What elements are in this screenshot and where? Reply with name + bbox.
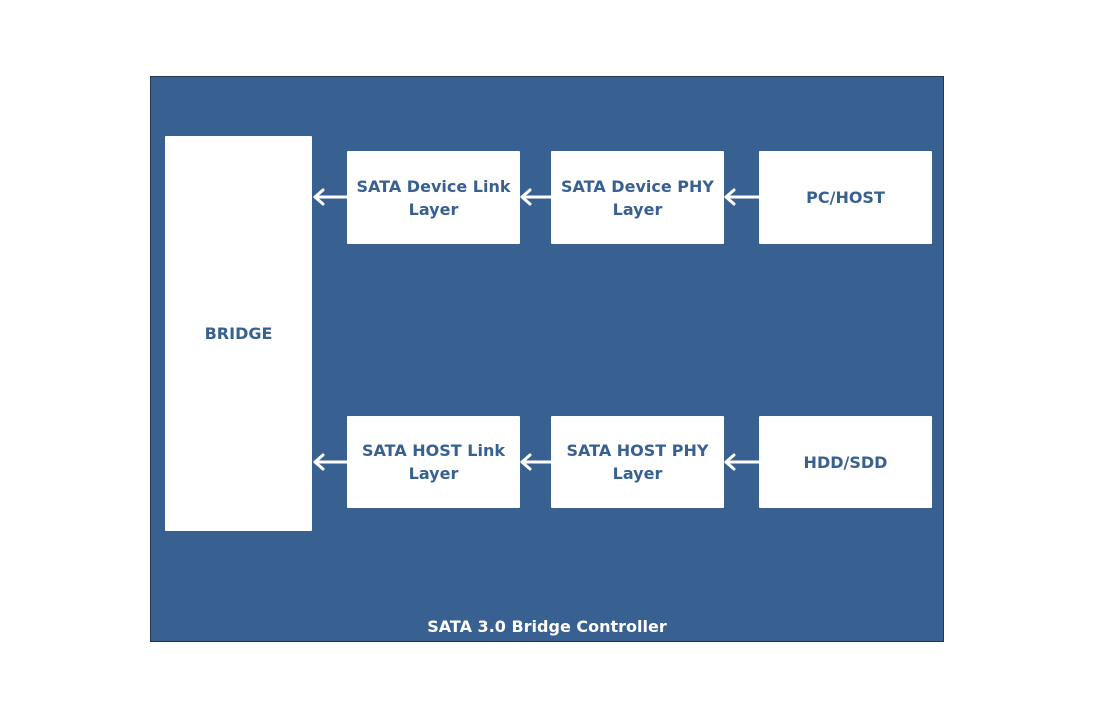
sata-host-phy-layer-label: SATA HOST PHY Layer bbox=[566, 441, 709, 483]
bridge-label: BRIDGE bbox=[204, 324, 273, 343]
hdd-sdd-label: HDD/SDD bbox=[803, 452, 888, 472]
sata-host-link-layer-block: SATA HOST Link Layer bbox=[347, 416, 520, 508]
sata-device-link-layer-block: SATA Device Link Layer bbox=[347, 151, 520, 244]
sata-device-phy-layer-label: SATA Device PHY Layer bbox=[561, 176, 714, 219]
sata-device-link-layer-label: SATA Device Link Layer bbox=[356, 176, 511, 219]
bridge-block: BRIDGE bbox=[165, 136, 312, 531]
sata-host-link-layer-label: SATA HOST Link Layer bbox=[362, 441, 505, 483]
pc-host-block: PC/HOST bbox=[759, 151, 932, 244]
pc-host-label: PC/HOST bbox=[806, 188, 885, 207]
sata-device-phy-layer-block: SATA Device PHY Layer bbox=[551, 151, 724, 244]
sata-host-phy-layer-block: SATA HOST PHY Layer bbox=[551, 416, 724, 508]
diagram-caption: SATA 3.0 Bridge Controller bbox=[427, 617, 667, 636]
hdd-sdd-block: HDD/SDD bbox=[759, 416, 932, 508]
